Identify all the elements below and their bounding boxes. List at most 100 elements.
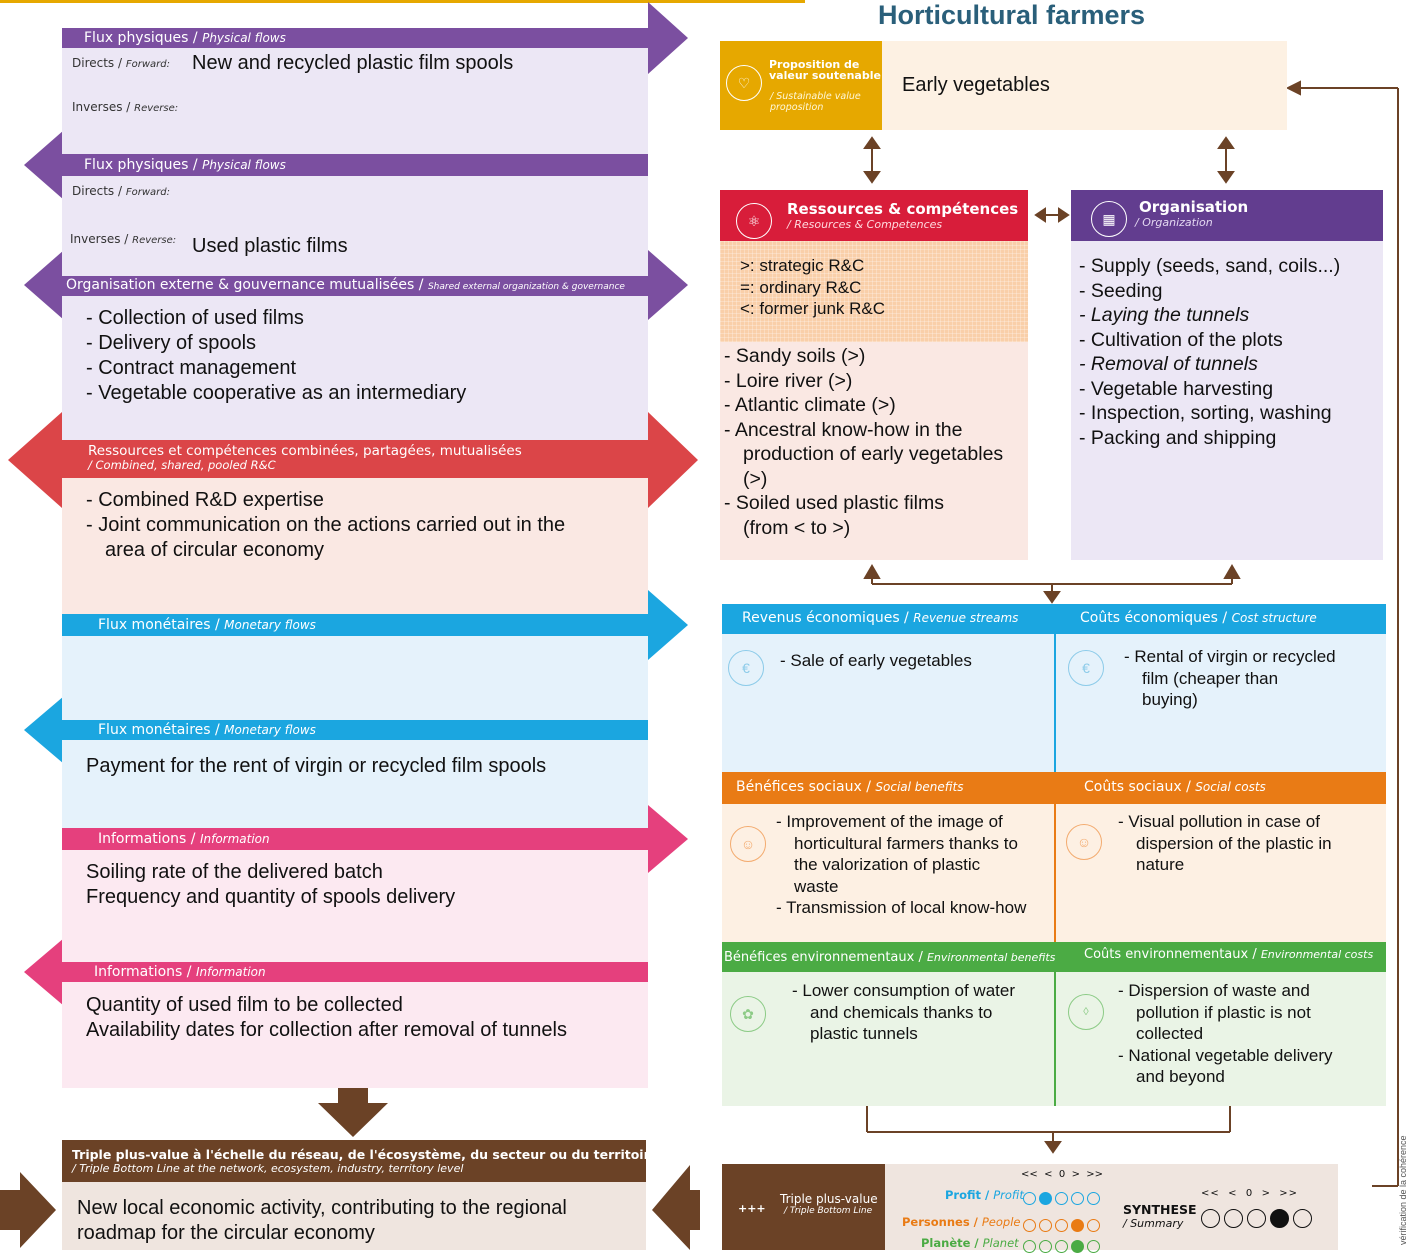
profit-rating-circle xyxy=(1071,1192,1084,1205)
info-in-header: Informations / Information xyxy=(94,964,266,980)
revenue-box: € - Sale of early vegetables xyxy=(722,634,1054,772)
list-item: (>) xyxy=(743,467,768,490)
vp-title: Proposition de valeur soutenable xyxy=(769,58,881,82)
organization-icon: ▦ xyxy=(1091,201,1127,237)
res-box: - Combined R&D expertise - Joint communi… xyxy=(62,478,648,614)
tbl-mid-arrow xyxy=(652,1165,700,1250)
list-item: production of early vegetables xyxy=(743,443,1004,465)
synth-rating-circle xyxy=(1224,1209,1243,1228)
people-circles xyxy=(1023,1215,1103,1234)
list-item: - Inspection, sorting, washing xyxy=(1079,402,1332,424)
res-header: Ressources et compétences combinées, par… xyxy=(88,443,522,472)
list-item: - Combined R&D expertise xyxy=(86,489,324,511)
phys-out-box: Directs / Forward: New and recycled plas… xyxy=(62,48,648,154)
connector-lines xyxy=(863,80,1399,1187)
cost-header: Coûts économiques / Cost structure xyxy=(1056,604,1386,634)
profit-rating-circle xyxy=(1023,1192,1036,1205)
fish-bone-icon: ◊ xyxy=(1068,994,1104,1030)
profit-circles xyxy=(1023,1188,1103,1207)
vp-box: Early vegetables xyxy=(882,41,1287,130)
euro-hand-icon: € xyxy=(728,650,764,686)
reverse-label: Inverses / Reverse: xyxy=(72,100,179,114)
rc-header: ⚛ Ressources & compétences / Resources &… xyxy=(720,190,1028,241)
synth-rating-circle xyxy=(1293,1209,1312,1228)
list-item: - Laying the tunnels xyxy=(1079,304,1250,326)
top-rule xyxy=(0,0,805,3)
synth-rating-circle xyxy=(1201,1209,1220,1228)
list-item: - Vegetable cooperative as an intermedia… xyxy=(86,382,467,404)
planet-row: Planète / Planet xyxy=(921,1236,1019,1250)
rc-box: - Sandy soils (>) - Loire river (>) - At… xyxy=(720,342,1028,560)
flow-arrows xyxy=(0,2,700,1250)
people-row: Personnes / People xyxy=(902,1215,1021,1229)
phys-out-arrow xyxy=(62,2,688,74)
tbl-left-box: New local economic activity, contributin… xyxy=(62,1182,646,1250)
tbl-right-label: +++ Triple plus-value / Triple Bottom Li… xyxy=(722,1164,885,1250)
leaf-hand-icon: ✿ xyxy=(730,996,766,1032)
tbl-right-box: << < 0 > >> Profit / Profit Personnes / … xyxy=(885,1164,1338,1253)
people-icon: ☺ xyxy=(1066,824,1102,860)
people-rating-circle xyxy=(1023,1219,1036,1232)
info-out-header: Informations / Information xyxy=(98,831,270,847)
vp-label-box: ♡ Proposition de valeur soutenable / Sus… xyxy=(720,41,882,130)
revenue-header: Revenus économiques / Revenue streams xyxy=(722,604,1056,634)
info-in-arrow xyxy=(24,938,648,1006)
social-benefits-header: Bénéfices sociaux / Social benefits xyxy=(722,772,1056,804)
social-costs-text: - Visual pollution in case of dispersion… xyxy=(1118,812,1332,874)
people-rating-circle xyxy=(1055,1219,1068,1232)
list-item: Soiling rate of the delivered batch xyxy=(86,861,383,883)
planet-rating-circle xyxy=(1087,1240,1100,1253)
profit-row: Profit / Profit xyxy=(945,1188,1024,1202)
org-right-header: ▦ Organisation / Organization xyxy=(1071,190,1383,241)
people-rating-circle xyxy=(1071,1219,1084,1232)
profit-rating-circle xyxy=(1087,1192,1100,1205)
list-item: - Cultivation of the plots xyxy=(1079,328,1283,351)
reverse-value: Used plastic films xyxy=(192,235,348,257)
plus-mark: +++ xyxy=(738,1202,766,1215)
phys-out-header: Flux physiques / Physical flows xyxy=(84,30,286,46)
list-item: - Contract management xyxy=(86,357,297,379)
env-benefits-header: Bénéfices environnementaux / Environment… xyxy=(722,942,1056,972)
rc-legend: >: strategic R&C =: ordinary R&C <: form… xyxy=(720,241,1028,342)
planet-rating-circle xyxy=(1039,1240,1052,1253)
social-benefits-box: ☺ - Improvement of the image of horticul… xyxy=(722,804,1054,942)
synth-rating-circle xyxy=(1247,1209,1266,1228)
list-item: - Ancestral know-how in the xyxy=(724,418,963,441)
env-divider xyxy=(1054,972,1056,1106)
list-item: Availability dates for collection after … xyxy=(86,1019,567,1041)
list-item: - Supply (seeds, sand, coils...) xyxy=(1079,255,1341,277)
social-benefits-text: - Improvement of the image of horticultu… xyxy=(776,812,1027,917)
planet-rating-circle xyxy=(1023,1240,1036,1253)
list-item: area of circular economy xyxy=(105,539,324,561)
env-costs-text: - Dispersion of waste and pollution if p… xyxy=(1118,981,1333,1086)
list-item: - Delivery of spools xyxy=(86,332,257,354)
list-item: Frequency and quantity of spools deliver… xyxy=(86,886,456,908)
revenue-text: - Sale of early vegetables xyxy=(780,651,972,670)
synth-rating-circle xyxy=(1270,1209,1289,1228)
mon-in-arrow xyxy=(24,696,648,764)
mon-in-text: Payment for the rent of virgin or recycl… xyxy=(86,755,547,777)
social-divider xyxy=(1054,804,1056,942)
info-out-arrow xyxy=(62,805,688,873)
org-header: Organisation externe & gouvernance mutua… xyxy=(66,277,625,293)
env-benefits-text: - Lower consumption of water and chemica… xyxy=(792,981,1015,1043)
org-arrow xyxy=(24,250,688,320)
res-arrow xyxy=(8,412,698,508)
side-note: vérification de la cohérence xyxy=(1398,1135,1406,1245)
mon-in-header: Flux monétaires / Monetary flows xyxy=(98,722,316,738)
people-rating-circle xyxy=(1039,1219,1052,1232)
people-icon: ☺ xyxy=(730,826,766,862)
tbl-left-arrow xyxy=(0,1172,56,1248)
heart-hand-icon: ♡ xyxy=(726,65,762,101)
list-item: - Seeding xyxy=(1079,279,1163,302)
forward-label: Directs / Forward: xyxy=(72,184,170,198)
social-costs-box: ☺ - Visual pollution in case of dispersi… xyxy=(1056,804,1386,942)
org-title: Organisation xyxy=(1139,198,1249,216)
planet-rating-circle xyxy=(1071,1240,1084,1253)
mon-out-header: Flux monétaires / Monetary flows xyxy=(98,617,316,633)
profit-rating-circle xyxy=(1039,1192,1052,1205)
phys-in-arrow xyxy=(24,130,648,200)
synth-scale: << < 0 > >> xyxy=(1201,1188,1299,1199)
synth-circles xyxy=(1201,1208,1316,1228)
org-subtitle: / Organization xyxy=(1135,216,1213,229)
